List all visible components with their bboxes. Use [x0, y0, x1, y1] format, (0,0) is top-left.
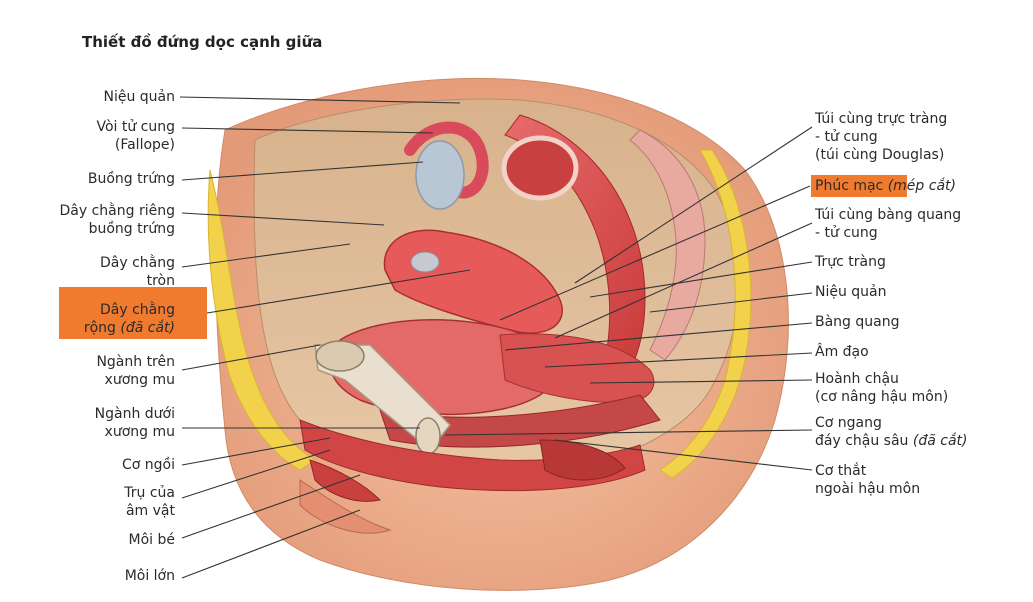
highlight-broad-ligament: [59, 287, 207, 339]
rectum-section: [501, 135, 579, 201]
label-buong-trung: Buồng trứng: [87, 171, 175, 187]
page-title: Thiết đồ đứng dọc cạnh giữa: [82, 33, 323, 51]
label-tui-cung-truc-trang: Túi cùng trực tràng - tử cung (túi cùng …: [815, 111, 948, 163]
label-day-chang-rieng: Dây chằng riêng buồng trứng: [59, 203, 175, 237]
label-tui-cung-bang-quang: Túi cùng bàng quang - tử cung: [815, 207, 962, 241]
label-co-ngang: Cơ ngang đáy chậu sâu (đã cắt): [815, 415, 968, 449]
label-nganh-tren: Ngành trên xương mu: [96, 354, 175, 388]
label-day-chang-rong: Dây chằng rộng (đã cắt): [83, 302, 175, 336]
label-nganh-duoi: Ngành dưới xương mu: [94, 406, 175, 440]
label-moi-be: Môi bé: [128, 532, 175, 548]
fat-right: [659, 149, 752, 479]
label-co-ngoi: Cơ ngồi: [121, 457, 175, 473]
label-nieu-quan-right: Niệu quản: [815, 284, 887, 300]
fat-left: [207, 169, 316, 471]
label-am-dao: Âm đạo: [815, 344, 869, 360]
label-truc-trang: Trực tràng: [815, 254, 886, 270]
pubic-bone-section: [315, 340, 365, 372]
label-phuc-mac: Phúc mạc (mép cắt): [815, 178, 956, 194]
pubic-bone-lower-section: [415, 417, 441, 455]
leader-lines-right: [444, 126, 813, 471]
label-day-chang-tron: Dây chằng tròn: [99, 255, 175, 289]
label-tru-am-vat: Trụ của âm vật: [124, 485, 175, 519]
levator-ani: [379, 394, 661, 448]
label-nieu-quan-top: Niệu quản: [103, 89, 175, 105]
leader-lines-left: [179, 96, 471, 579]
ovary-small: [410, 251, 440, 273]
posterior-wall: [629, 129, 706, 361]
label-moi-lon: Môi lớn: [124, 568, 175, 584]
vagina: [499, 333, 655, 403]
label-voi-tu-cung: Vòi tử cung (Fallope): [96, 119, 175, 153]
label-co-that: Cơ thắt ngoài hậu môn: [815, 463, 921, 497]
ovary: [415, 140, 465, 210]
external-sphincter: [539, 439, 626, 481]
highlight-peritoneum: [811, 175, 907, 197]
fallopian-tube: [404, 121, 489, 199]
label-hoanh-chau: Hoành chậu (cơ nâng hậu môn): [815, 371, 949, 405]
labium-majus: [299, 479, 392, 534]
label-bang-quang: Bàng quang: [815, 314, 900, 330]
